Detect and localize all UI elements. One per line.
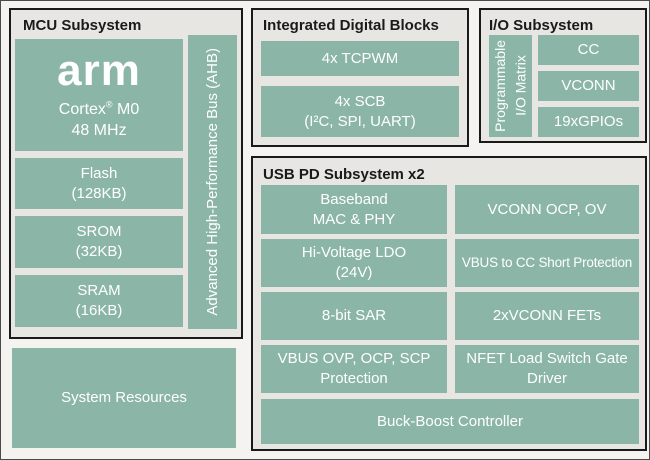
sar-label: 8-bit SAR — [321, 307, 387, 325]
io-matrix-label: Programmable I/O Matrix — [490, 40, 531, 132]
nfet-driver-block: NFET Load Switch Gate Driver — [455, 345, 639, 393]
cc-label: CC — [577, 41, 600, 59]
mcu-subsystem-title: MCU Subsystem — [23, 17, 142, 34]
sar-block: 8-bit SAR — [261, 292, 447, 340]
arm-logo: arm — [57, 45, 141, 95]
nfet-line1: NFET Load Switch Gate — [466, 350, 628, 368]
ldo-line1: Hi-Voltage LDO — [301, 244, 407, 262]
core-speed: 48 MHz — [71, 122, 127, 139]
ldo-line2: (24V) — [335, 264, 373, 281]
sram-size: (16KB) — [75, 302, 123, 319]
core-name: Cortex — [58, 100, 106, 118]
arm-core-block: arm Cortex® M0 48 MHz — [15, 39, 183, 151]
scb-block: 4x SCB (I²C, SPI, UART) — [261, 86, 459, 137]
srom-label: SROM — [76, 223, 122, 241]
registered-mark: ® — [105, 99, 113, 110]
io-subsystem-title: I/O Subsystem — [489, 17, 594, 34]
tcpwm-label: 4x TCPWM — [321, 49, 399, 67]
vbus-ovp-line2: Protection — [320, 370, 388, 387]
io-matrix-line2: I/O Matrix — [512, 55, 529, 117]
io-matrix-line1: Programmable — [492, 40, 509, 132]
vconn-ocp-block: VCONN OCP, OV — [455, 185, 639, 234]
baseband-line1: Baseband — [320, 190, 388, 208]
buck-boost-block: Buck-Boost Controller — [261, 399, 639, 444]
vconn-fets-label: 2xVCONN FETs — [492, 307, 602, 325]
vbus-ovp-block: VBUS OVP, OCP, SCP Protection — [261, 345, 447, 393]
gpios-block: 19xGPIOs — [538, 107, 639, 137]
nfet-line2: Driver — [527, 370, 567, 387]
baseband-block: Baseband MAC & PHY — [261, 185, 447, 234]
flash-size: (128KB) — [71, 184, 127, 202]
vbus-cc-short-label: VBUS to CC Short Protection — [461, 255, 633, 271]
system-resources-block: System Resources — [12, 348, 236, 448]
ahb-bus-block: Advanced High-Performance Bus (AHB) — [188, 35, 237, 329]
system-resources-label: System Resources — [61, 389, 187, 407]
vconn-block: VCONN — [538, 71, 639, 101]
mcu-subsystem-box: MCU Subsystem arm Cortex® M0 48 MHz Flas… — [9, 8, 243, 339]
usbpd-subsystem-box: USB PD Subsystem x2 Baseband MAC & PHY V… — [251, 156, 647, 451]
tcpwm-block: 4x TCPWM — [261, 41, 459, 76]
io-subsystem-box: I/O Subsystem Programmable I/O Matrix CC… — [479, 8, 647, 143]
core-model: M0 — [112, 100, 140, 118]
vbus-cc-short-block: VBUS to CC Short Protection — [455, 239, 639, 287]
ahb-bus-label: Advanced High-Performance Bus (AHB) — [203, 48, 221, 316]
flash-block: Flash (128KB) — [15, 158, 183, 209]
cc-block: CC — [538, 35, 639, 65]
srom-size: (32KB) — [75, 243, 123, 260]
flash-label: Flash — [80, 164, 118, 182]
usbpd-subsystem-title: USB PD Subsystem x2 — [263, 166, 425, 183]
digital-blocks-title: Integrated Digital Blocks — [263, 17, 439, 34]
vconn-label: VCONN — [561, 77, 616, 95]
core-name-line: Cortex® M0 — [59, 99, 139, 120]
vconn-fets-block: 2xVCONN FETs — [455, 292, 639, 340]
io-matrix-block: Programmable I/O Matrix — [489, 35, 532, 137]
vbus-ovp-line1: VBUS OVP, OCP, SCP — [277, 350, 431, 368]
scb-interfaces: (I²C, SPI, UART) — [304, 112, 416, 130]
vconn-ocp-label: VCONN OCP, OV — [487, 200, 607, 218]
srom-block: SROM (32KB) — [15, 216, 183, 268]
scb-label: 4x SCB — [334, 92, 386, 110]
ldo-block: Hi-Voltage LDO (24V) — [261, 239, 447, 287]
baseband-line2: MAC & PHY — [312, 210, 396, 228]
buck-boost-label: Buck-Boost Controller — [377, 412, 523, 430]
sram-block: SRAM (16KB) — [15, 275, 183, 327]
sram-label: SRAM — [77, 282, 121, 300]
gpios-label: 19xGPIOs — [553, 113, 624, 131]
digital-blocks-box: Integrated Digital Blocks 4x TCPWM 4x SC… — [251, 8, 469, 147]
